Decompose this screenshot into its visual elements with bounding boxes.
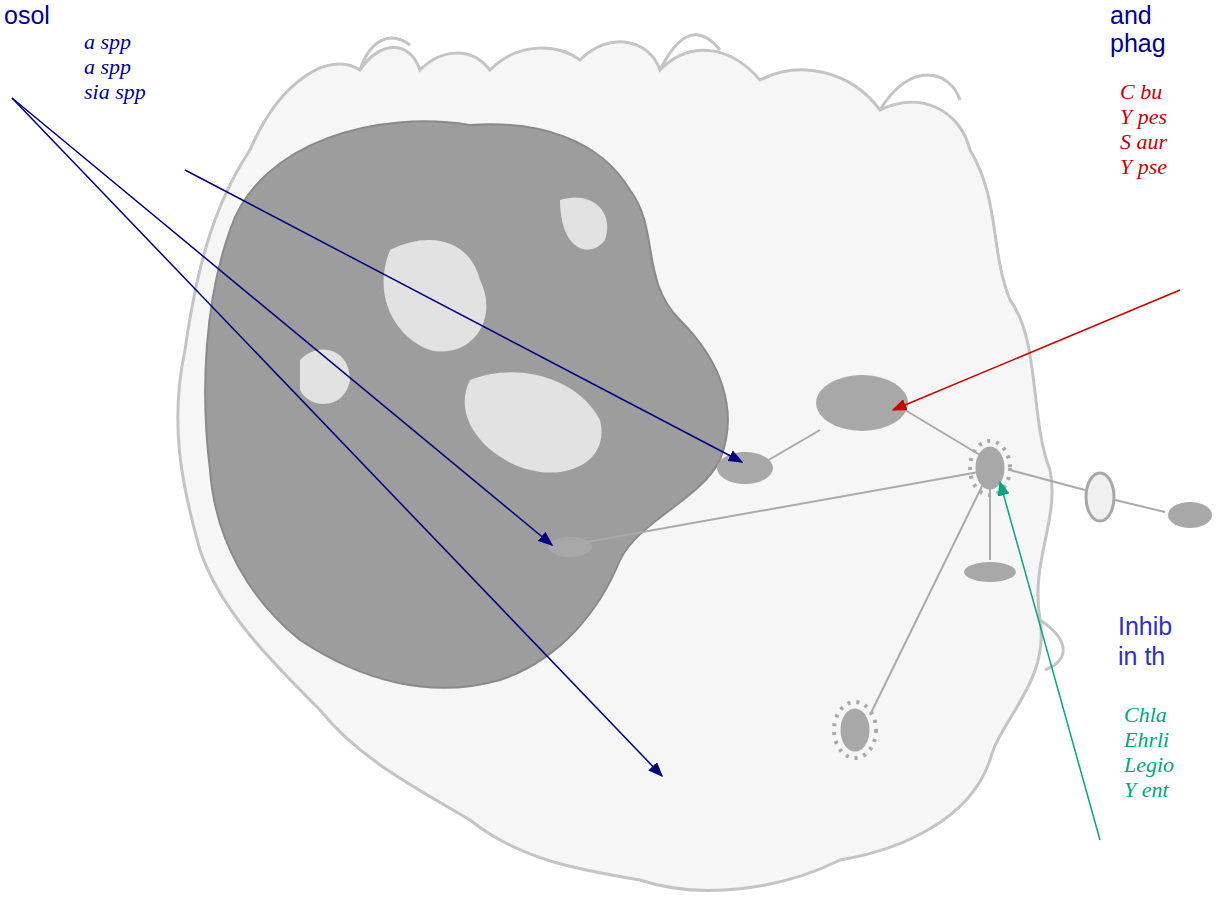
- phagosome: [816, 375, 908, 431]
- leader-line: [185, 170, 742, 462]
- vesicle: [964, 562, 1016, 582]
- species-name: a spp: [84, 30, 131, 54]
- species-name: Y pes: [1120, 105, 1167, 129]
- species-name: a spp: [84, 55, 131, 79]
- bacterium-entering: [1086, 473, 1114, 521]
- trafficking-line: [989, 480, 991, 560]
- species-name: Chla: [1124, 703, 1167, 727]
- trafficking-line: [570, 470, 990, 545]
- region-heading: Inhib: [1118, 613, 1172, 641]
- species-name: Y pse: [1120, 155, 1167, 179]
- region-heading: in th: [1118, 643, 1165, 671]
- species-name: C bu: [1120, 80, 1162, 104]
- trafficking-line: [870, 480, 985, 715]
- leader-line: [1000, 482, 1100, 840]
- trafficking-line: [760, 430, 820, 465]
- spiked-vacuole: [970, 441, 1010, 495]
- cytosol-bacterium: [548, 537, 592, 557]
- spiked-vacuole: [834, 702, 876, 758]
- cell-membrane: [178, 42, 1052, 891]
- bacterium-outside: [1168, 502, 1212, 528]
- species-name: sia spp: [84, 80, 146, 104]
- nucleus-light-patch: [300, 197, 607, 472]
- region-heading: phag: [1110, 30, 1166, 58]
- species-name: Y ent: [1124, 778, 1169, 802]
- leader-line: [12, 98, 662, 776]
- region-heading: osol: [4, 2, 50, 30]
- species-name: Ehrli: [1124, 728, 1169, 752]
- leader-line: [893, 290, 1180, 410]
- trafficking-line: [1115, 500, 1165, 512]
- cytosol-bacterium: [717, 452, 773, 484]
- trafficking-line: [905, 410, 980, 455]
- nucleus: [205, 121, 728, 688]
- species-name: S aur: [1120, 130, 1167, 154]
- leader-line: [12, 98, 552, 545]
- trafficking-line: [1010, 470, 1085, 490]
- region-heading: and: [1110, 2, 1152, 30]
- species-name: Legio: [1124, 753, 1174, 777]
